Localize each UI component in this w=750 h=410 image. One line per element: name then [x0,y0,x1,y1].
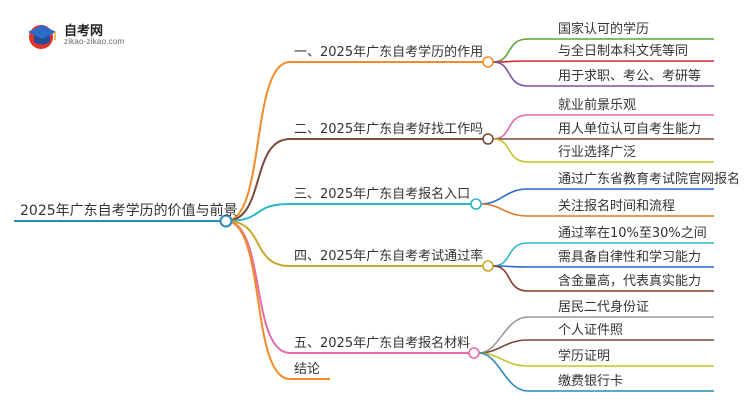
child-topic: 用于求职、考公、考研等 [558,69,702,84]
graduation-cap-icon [28,25,56,49]
child-connector [478,316,529,354]
branch-topic: 二、2025年广东自考好找工作吗 [294,122,484,137]
child-topic: 与全日制本科文凭等同 [558,44,689,59]
child-topic: 就业前景乐观 [558,98,637,113]
branch-node [482,133,494,145]
child-topic: 国家认可的学历 [558,22,650,37]
child-connector [492,242,529,267]
branch-topic: 结论 [294,362,321,377]
child-connector [480,203,529,217]
child-topic: 学历证明 [558,349,611,364]
child-topic: 关注报名时间和流程 [558,199,676,214]
branch-connector [225,220,291,380]
child-connector [492,114,529,140]
branch-connector [225,203,291,222]
logo: 自考网 zikao-zikao.com [24,18,154,52]
branch-connector [225,220,291,267]
child-topic: 居民二代身份证 [558,300,650,315]
root-topic: 2025年广东自考学历的价值与前景 [20,203,238,219]
logo-title: 自考网 [64,23,104,38]
child-connector [492,61,529,87]
child-topic: 通过广东省教育考试院官网报名 [558,172,741,187]
branch-node [482,260,494,272]
child-topic: 需具备自律性和学习能力 [558,250,702,265]
child-topic: 用人单位认可自考生能力 [558,122,702,137]
branch-connector [225,220,291,354]
root-node [219,214,233,228]
child-topic: 缴费银行卡 [558,374,624,389]
branch-node [468,347,480,359]
branch-node [482,56,494,68]
child-connector [478,352,529,392]
branch-topic: 五、2025年广东自考报名材料 [294,336,471,351]
child-connector [492,265,529,292]
child-topic: 含金量高，代表真实能力 [558,274,702,289]
child-connector [480,188,529,205]
branch-topic: 三、2025年广东自考报名入口 [294,187,471,202]
branch-node [470,198,482,210]
child-topic: 行业选择广泛 [558,145,637,160]
child-connector [492,38,529,63]
branch-connector [225,61,291,222]
child-topic: 通过率在10%至30%之间 [558,226,707,241]
child-topic: 个人证件照 [558,323,624,338]
branch-topic: 四、2025年广东自考考试通过率 [294,249,484,264]
logo-url: zikao-zikao.com [64,37,125,46]
child-connector [492,138,529,163]
branch-topic: 一、2025年广东自考学历的作用 [294,45,484,60]
branch-connector [225,138,291,222]
